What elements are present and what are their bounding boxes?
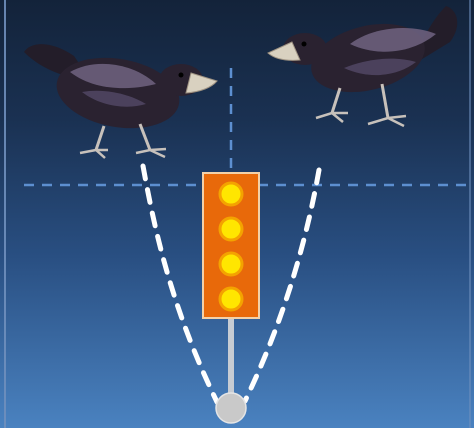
right-border-line: [469, 0, 471, 428]
feeder-button-3: [218, 251, 244, 277]
right-swing-trajectory: [242, 167, 322, 404]
feeder-button-1: [218, 181, 244, 207]
right-crow-image: [267, 6, 458, 128]
pivot-point: [215, 392, 247, 424]
left-crow-image: [24, 44, 218, 159]
left-swing-trajectory: [140, 163, 220, 405]
feeder-button-2: [218, 216, 244, 242]
left-border-line: [4, 0, 6, 428]
feeder-button-4: [218, 286, 244, 312]
